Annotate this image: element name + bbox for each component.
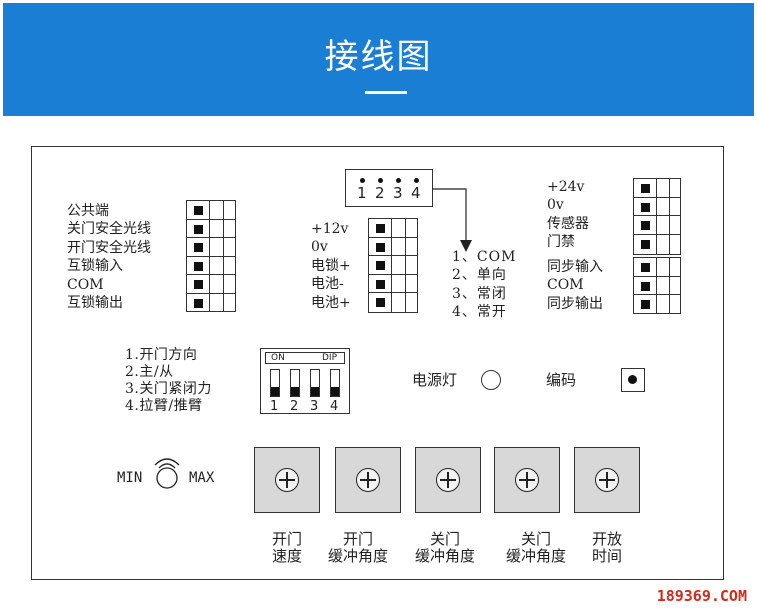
dip-number: 1 (270, 399, 279, 414)
knob-open-buffer-angle[interactable] (335, 447, 401, 513)
pin-number: 2 (375, 184, 385, 202)
terminal-label: COM (67, 276, 104, 293)
terminal-label: 互锁输出 (67, 295, 123, 312)
terminal-label: 同步输出 (547, 295, 603, 312)
range-min-label: MIN (117, 470, 143, 486)
pin-number: 1 (357, 184, 367, 202)
legend-line: 2、单向 (452, 267, 507, 284)
page-title: 接线图 (324, 37, 433, 77)
potentiometer-icon (436, 468, 460, 492)
knob-label: 开放时间 (591, 530, 622, 565)
terminal-label: +12v (311, 221, 349, 237)
dip-toggle[interactable] (290, 369, 300, 397)
title-underline (365, 91, 407, 94)
terminal-label: 开门安全光线 (67, 239, 151, 256)
terminal-label: 传感器 (547, 215, 589, 232)
dip-toggle[interactable] (330, 369, 340, 397)
dip-legend: 1.开门方向 2.主/从 3.关门紧闭力 4.拉臂/推臂 (125, 347, 212, 415)
dip-header: ON DIP (265, 352, 345, 364)
knob-label: 开门速度 (271, 530, 302, 565)
terminal-label: 电池- (311, 276, 344, 293)
encoder-dot-icon (628, 375, 637, 384)
legend-line: 1.开门方向 (125, 347, 198, 363)
legend-line: 3、常闭 (452, 285, 507, 302)
knob-open-time[interactable] (574, 447, 640, 513)
encoder-label: 编码 (546, 371, 577, 389)
terminal-label: 0v (547, 197, 564, 214)
terminal-label: 电锁+ (311, 257, 351, 274)
terminal-label: 互锁输入 (67, 258, 123, 275)
pin-number: 4 (411, 184, 421, 202)
legend-line: 2.主/从 (125, 364, 174, 380)
range-dial-icon (154, 458, 180, 489)
pin-arrow (432, 188, 472, 252)
pin-number: 3 (393, 184, 403, 202)
knob-close-buffer-angle-1[interactable] (415, 447, 481, 513)
right-bottom-terminal-labels: 同步输入 COM 同步输出 (547, 258, 603, 313)
title-banner: 接线图 (3, 3, 754, 116)
legend-line: 4、常开 (452, 304, 507, 321)
potentiometer-icon (595, 468, 619, 492)
encoder-button[interactable] (621, 368, 645, 392)
knob-close-buffer-angle-2[interactable] (494, 447, 560, 513)
terminal-label: 0v (311, 239, 328, 256)
terminal-label: COM (547, 277, 584, 294)
left-terminal-block (186, 200, 236, 312)
site-watermark: 189369.COM (656, 587, 747, 605)
power-led-label: 电源灯 (412, 371, 458, 389)
legend-line: 3.关门紧闭力 (125, 381, 212, 397)
dip-toggle[interactable] (270, 369, 280, 397)
power-led-icon (481, 370, 501, 390)
terminal-label: +24v (547, 179, 585, 195)
pin-header: 1 2 3 4 (345, 169, 433, 207)
pin-legend: 1、COM 2、单向 3、常闭 4、常开 (452, 248, 516, 322)
knob-label: 开门缓冲角度 (327, 530, 388, 565)
dip-switch: ON DIP 1 2 3 4 (260, 348, 350, 414)
right-bottom-terminal-block (633, 257, 681, 314)
legend-line: 1、COM (452, 249, 517, 265)
potentiometer-icon (275, 468, 299, 492)
potentiometer-icon (515, 468, 539, 492)
right-top-terminal-block (633, 178, 681, 255)
wiring-panel (31, 146, 724, 580)
dip-text-label: DIP (322, 353, 338, 363)
legend-line: 4.拉臂/推臂 (125, 398, 203, 414)
terminal-label: 公共端 (67, 203, 109, 219)
right-top-terminal-labels: +24v 0v 传感器 门禁 (547, 178, 589, 252)
terminal-label: 门禁 (547, 234, 575, 251)
power-terminal-block (368, 218, 418, 313)
dip-number: 4 (330, 399, 339, 414)
knob-open-speed[interactable] (254, 447, 320, 513)
power-terminal-labels: +12v 0v 电锁+ 电池- 电池+ (311, 220, 351, 312)
left-terminal-labels: 公共端 关门安全光线 开门安全光线 互锁输入 COM 互锁输出 (67, 202, 151, 312)
dip-on-label: ON (271, 353, 285, 363)
terminal-label: 关门安全光线 (67, 221, 151, 238)
dip-toggle[interactable] (310, 369, 320, 397)
knob-label: 关门缓冲角度 (505, 530, 566, 565)
terminal-label: 电池+ (311, 294, 351, 311)
dip-number: 3 (310, 399, 319, 414)
dip-number: 2 (290, 399, 299, 414)
terminal-label: 同步输入 (547, 259, 603, 275)
knob-label: 关门缓冲角度 (414, 530, 475, 565)
potentiometer-icon (356, 468, 380, 492)
range-max-label: MAX (189, 470, 215, 486)
